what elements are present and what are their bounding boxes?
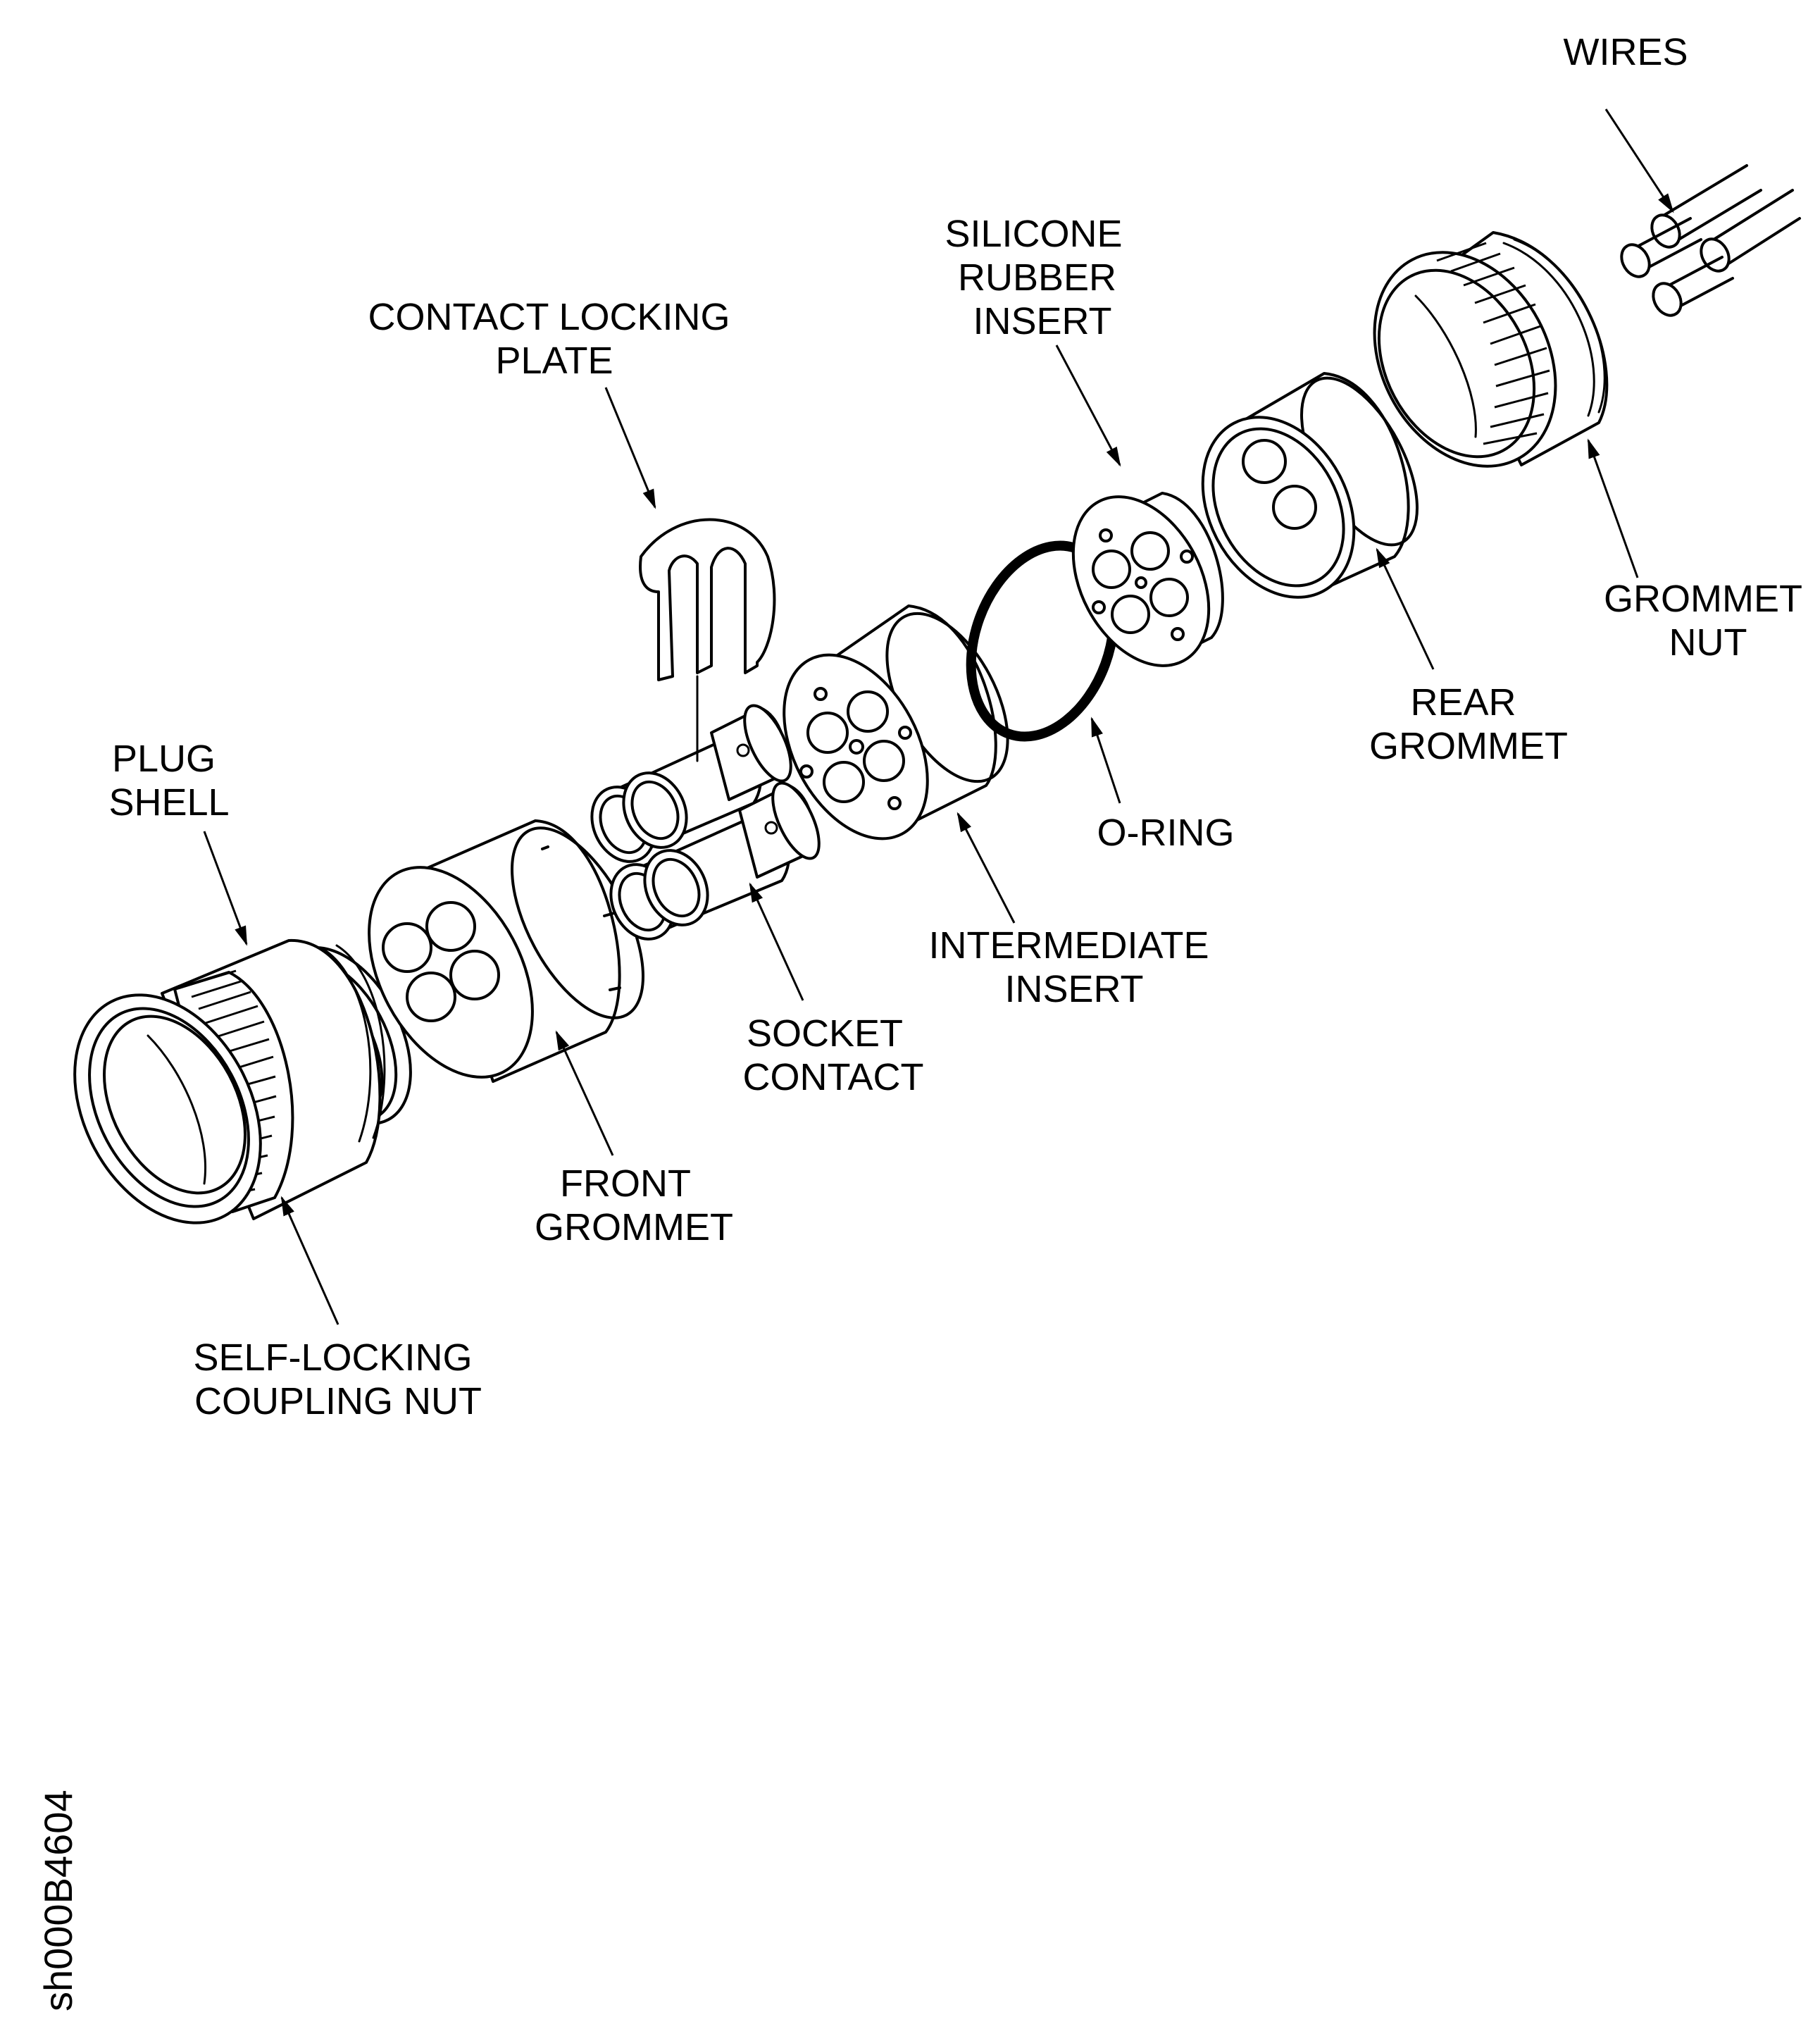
rear-grommet-part (1201, 372, 1419, 599)
socket-contacts-part (590, 704, 821, 941)
wires-part (1620, 164, 1801, 317)
plug-shell-part (73, 938, 412, 1224)
plug-shell-leader (203, 831, 248, 946)
label-intermediate-insert: INTERMEDIATE INSERT (928, 924, 1219, 1010)
contact-locking-plate-leader (604, 387, 656, 509)
figure-id: sh000B4604 (36, 1789, 80, 2011)
label-contact-locking-plate: CONTACT LOCKING PLATE (368, 296, 740, 382)
coupling-nut-leader (280, 1196, 339, 1325)
silicone-rubber-insert-part (1071, 492, 1224, 667)
label-self-locking-coupling-nut: SELF-LOCKING COUPLING NUT (193, 1336, 482, 1422)
leader-lines (203, 108, 1674, 1325)
silicone-rubber-insert-leader (1055, 345, 1121, 467)
intermediate-insert-leader (956, 812, 1016, 924)
socket-contact-leader (749, 882, 804, 1001)
front-grommet-part (368, 819, 644, 1083)
contact-locking-plate-part (639, 518, 776, 681)
grommet-nut-leader (1587, 438, 1639, 578)
label-grommet-nut: GROMMET NUT (1604, 578, 1812, 664)
o-ring-leader (1090, 716, 1121, 804)
label-wires: WIRES (1563, 31, 1688, 73)
label-plug-shell: PLUG SHELL (108, 738, 229, 824)
intermediate-insert-part (783, 604, 1009, 840)
rear-grommet-leader (1376, 547, 1435, 670)
label-socket-contact: SOCKET CONTACT (743, 1012, 924, 1098)
label-front-grommet: FRONT GROMMET (535, 1162, 733, 1248)
front-grommet-leader (555, 1030, 614, 1156)
label-silicone-rubber-insert: SILICONE RUBBER INSERT (945, 213, 1133, 342)
label-rear-grommet: REAR GROMMET (1369, 681, 1568, 767)
wires-leader (1604, 108, 1674, 213)
grommet-nut-part (1373, 231, 1609, 468)
label-o-ring: O-RING (1097, 812, 1235, 854)
